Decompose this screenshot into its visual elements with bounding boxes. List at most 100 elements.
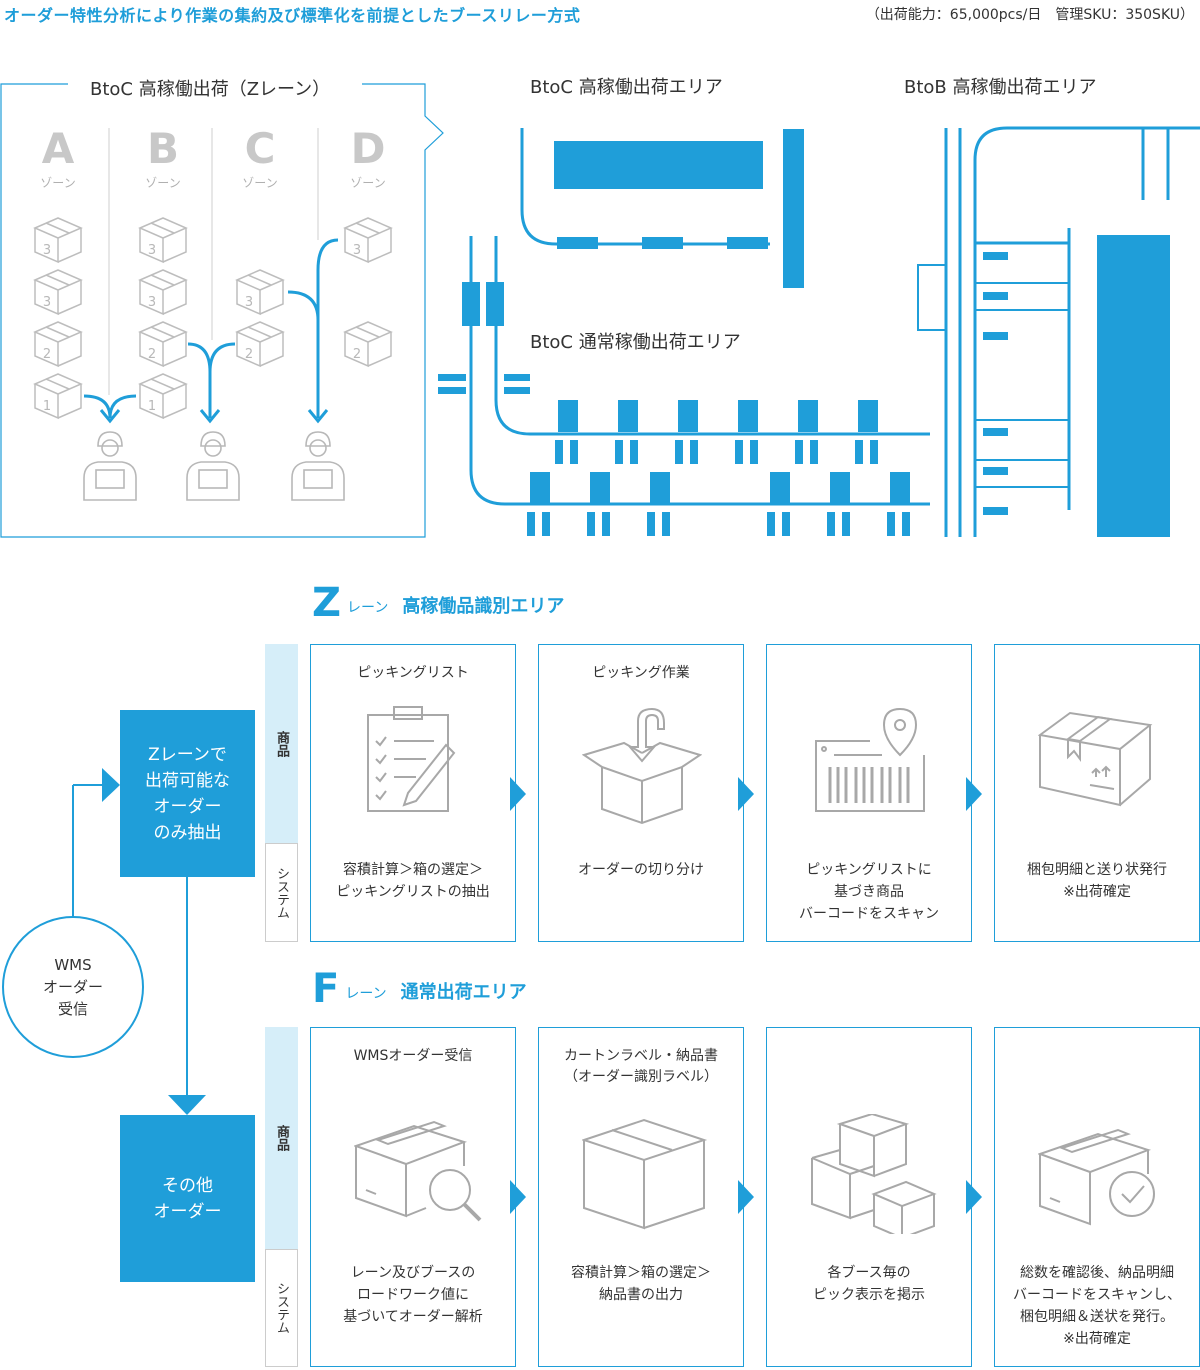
booth-slot: [675, 440, 683, 464]
box-check-icon: [1038, 1128, 1155, 1226]
zone-letter: A: [41, 124, 75, 173]
clipboard-icon: [367, 706, 456, 812]
other-orders-box: その他 オーダー: [120, 1115, 255, 1282]
zone-letter: D: [350, 124, 386, 173]
page-title: オーダー特性分析により作業の集約及び標準化を前提としたブースリレー方式: [4, 6, 581, 25]
carton-icon: [582, 1118, 708, 1230]
booth-slot: [750, 440, 758, 464]
wms-order-circle: WMS オーダー 受信: [2, 916, 144, 1058]
z-card-shipping: 梱包明細と送り状発行 ※出荷確定: [994, 644, 1200, 942]
btoc-high-label: BtoC 高稼働出荷エリア: [530, 77, 723, 98]
parcel-number: 3: [43, 243, 51, 258]
parcel-number: 2: [245, 347, 253, 362]
parcel-box-icon: 2: [138, 321, 188, 368]
booth-slot: [647, 512, 655, 536]
f-section-letter: F: [312, 966, 340, 1012]
z-tab-system: システム: [265, 843, 298, 942]
booth: [830, 472, 850, 504]
stacked-boxes-icon: [811, 1114, 937, 1234]
booth-slot: [615, 440, 623, 464]
z-section-lane: レーン: [347, 600, 389, 616]
zlane-extract-box: Zレーンで 出荷可能な オーダー のみ抽出: [120, 710, 255, 877]
parcel-box-icon: 1: [138, 373, 188, 420]
zlane-label: BtoC 高稼働出荷（Zレーン）: [84, 75, 337, 101]
parcel-box-icon: 3: [33, 217, 83, 264]
btob-high-label: BtoB 高稼働出荷エリア: [904, 77, 1097, 98]
booth-slot: [690, 440, 698, 464]
btob-racks: [983, 235, 1170, 537]
box-search-icon: [354, 1120, 482, 1222]
booth-slot: [855, 440, 863, 464]
booth-slot: [542, 512, 550, 536]
zone-sub-label: ゾーン: [242, 176, 278, 190]
parcel-number: 1: [148, 399, 156, 414]
booth-slot: [870, 440, 878, 464]
open-box-icon: [582, 707, 702, 825]
btoc-normal-lines: [469, 236, 930, 506]
booth: [558, 400, 578, 432]
capacity-note: （出荷能力：65,000pcs/日 管理SKU：350SKU）: [865, 7, 1194, 23]
booth: [590, 472, 610, 504]
btoc-normal-label: BtoC 通常稼働出荷エリア: [530, 332, 741, 353]
z-card-picking-work: ピッキング作業 オーダーの切り分け: [538, 644, 744, 942]
f-card-carton-label: カートンラベル・納品書 （オーダー識別ラベル） 容積計算＞箱の選定＞ 納品書の出…: [538, 1027, 744, 1367]
z-tab-product: 商品: [265, 644, 298, 843]
btob-lines: [944, 126, 1200, 537]
zone-sub-label: ゾーン: [350, 176, 386, 190]
shipping-box-icon: [1038, 711, 1153, 807]
booth: [618, 400, 638, 432]
parcel-box-icon: 2: [235, 321, 285, 368]
booth-slot: [842, 512, 850, 536]
booth-slot: [630, 440, 638, 464]
zone-letter: C: [244, 124, 276, 173]
parcel-number: 3: [245, 295, 253, 310]
booth-slot: [767, 512, 775, 536]
parcel-number: 3: [353, 243, 361, 258]
booth-slot: [555, 440, 563, 464]
booth-slot: [902, 512, 910, 536]
f-card-wms-receive: WMSオーダー受信 レーン及びブースの ロードワーク値に 基づいてオーダー解析: [310, 1027, 516, 1367]
parcel-number: 1: [43, 399, 51, 414]
zlane-frame: [0, 83, 444, 538]
parcel-box-icon: 3: [33, 269, 83, 316]
layout-map: [0, 83, 1200, 538]
booth: [650, 472, 670, 504]
booth-slot: [887, 512, 895, 536]
parcel-number: 2: [353, 347, 361, 362]
parcel-number: 3: [148, 295, 156, 310]
booth-slot: [795, 440, 803, 464]
parcel-number: 2: [43, 347, 51, 362]
booth-slot: [782, 512, 790, 536]
parcel-number: 3: [43, 295, 51, 310]
parcel-box-icon: 2: [33, 321, 83, 368]
booth: [770, 472, 790, 504]
booth-row-lower: [527, 472, 910, 536]
booth-slot: [827, 512, 835, 536]
zone-sub-label: ゾーン: [145, 176, 181, 190]
booth: [890, 472, 910, 504]
booth: [530, 472, 550, 504]
booth-slot: [527, 512, 535, 536]
booth: [858, 400, 878, 432]
booth-slot: [570, 440, 578, 464]
parcel-box-icon: 1: [33, 373, 83, 420]
f-card-booth-pick: 各ブース毎の ピック表示を掲示: [766, 1027, 972, 1367]
booth-slot: [602, 512, 610, 536]
f-card-confirm: 総数を確認後、納品明細 バーコードをスキャンし、 梱包明細＆送状を発行。 ※出荷…: [994, 1027, 1200, 1367]
z-card-picking-list: ピッキングリスト 容積計算＞箱の選定＞ ピッキングリストの抽出: [310, 644, 516, 942]
booth-slot: [662, 512, 670, 536]
zone-letter: B: [146, 124, 179, 173]
z-card-barcode-scan: ピッキングリストに 基づき商品 バーコードをスキャン: [766, 644, 972, 942]
btoc-normal-area: [438, 282, 530, 394]
zone-sub-label: ゾーン: [40, 176, 76, 190]
zlane-flow-arrows: [83, 238, 339, 424]
f-tab-product: 商品: [265, 1027, 298, 1249]
btoc-high-area: [554, 129, 804, 288]
parcel-box-icon: 2: [343, 321, 393, 368]
parcel-number: 3: [148, 243, 156, 258]
parcel-box-icon: 3: [138, 269, 188, 316]
parcel-box-icon: 3: [343, 217, 393, 264]
